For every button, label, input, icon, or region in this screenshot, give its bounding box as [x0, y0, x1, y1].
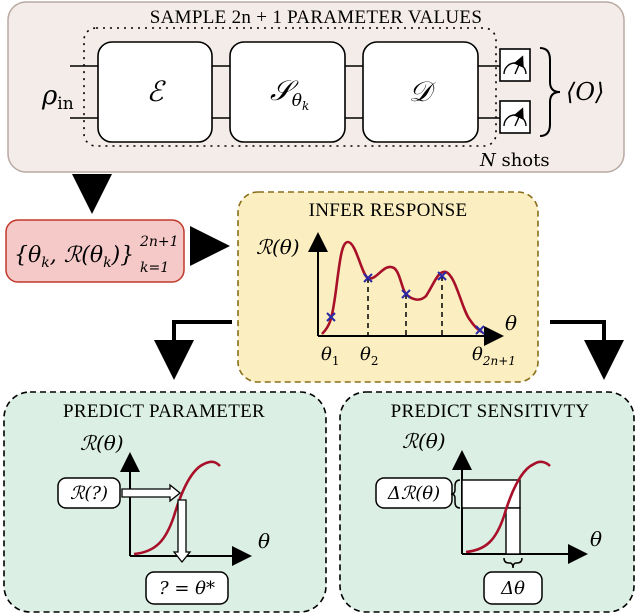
ps-delta-theta-region — [505, 507, 521, 555]
pp-curve — [133, 460, 221, 556]
branch-arrow-right-icon — [550, 320, 624, 380]
meter-icon — [499, 48, 531, 82]
gate-encoding — [97, 41, 213, 143]
predict-parameter-title: PREDICT PARAMETER — [63, 401, 265, 422]
predict-sensitivity-panel: PREDICT SENSITIVTY ℛ(θ) θ Δℛ(θ) Δθ — [339, 391, 635, 613]
observable-label: ⟨O⟩ — [566, 78, 604, 106]
sample-marker — [326, 312, 336, 322]
data-box-background — [5, 219, 185, 283]
infer-x-label: θ — [505, 311, 517, 335]
sample-marker — [363, 273, 373, 283]
ps-delta-r-label: Δℛ(θ) — [387, 483, 440, 504]
shots-label: N shots — [479, 150, 550, 171]
pp-hollow-arrow-right-icon — [121, 483, 182, 503]
ps-x-label: θ — [590, 527, 602, 551]
data-box-subscript: k=1 — [140, 260, 169, 276]
top-panel: SAMPLE 2n + 1 PARAMETER VALUES ρin ℰ 𝒮θk… — [7, 1, 625, 173]
sample-marker — [437, 271, 447, 281]
infer-y-label: ℛ(θ) — [256, 235, 300, 259]
ps-delta-r-box — [375, 477, 453, 509]
pp-hollow-arrow-down-icon — [172, 499, 192, 564]
data-box-label: {θk, ℛ(θk)} — [14, 243, 134, 271]
infer-response-curve — [321, 240, 483, 335]
gate-signal — [229, 41, 346, 143]
branch-arrow-left-icon — [154, 320, 232, 380]
dotted-region — [83, 27, 497, 147]
ps-curve — [465, 460, 551, 554]
infer-drop-lines — [367, 276, 443, 336]
data-box-superscript: 2n+1 — [139, 234, 179, 250]
meter-icon — [499, 100, 531, 134]
gate-encoding-label: ℰ — [147, 75, 167, 108]
data-box: {θk, ℛ(θk)} 2n+1 k=1 — [5, 219, 185, 283]
predict-sensitivity-title: PREDICT SENSITIVTY — [391, 401, 590, 422]
pp-y-label: ℛ(θ) — [80, 431, 124, 455]
top-panel-title: SAMPLE 2n + 1 PARAMETER VALUES — [150, 7, 482, 28]
brace-icon — [539, 47, 561, 137]
pp-query-label: ℛ(?) — [70, 483, 108, 504]
pp-x-label: θ — [258, 529, 270, 553]
infer-panel-title: INFER RESPONSE — [309, 200, 468, 221]
pp-query-box — [57, 477, 121, 509]
pp-result-box — [145, 571, 229, 605]
ps-y-label: ℛ(θ) — [402, 429, 446, 453]
infer-panel: INFER RESPONSE ℛ(θ) θ θ1 θ2 θ2n+1 — [237, 191, 539, 383]
sample-marker — [401, 289, 411, 299]
ps-delta-theta-box — [483, 571, 543, 605]
gate-decoding — [362, 41, 479, 143]
wires — [70, 65, 500, 119]
ps-delta-theta-label: Δθ — [500, 578, 525, 599]
infer-sample-markers — [326, 271, 485, 335]
pp-result-label: ? = θ* — [159, 578, 215, 599]
predict-parameter-panel: PREDICT PARAMETER ℛ(θ) θ ℛ(?) ? = θ* — [3, 391, 327, 613]
ps-brace-bottom-icon — [503, 557, 523, 569]
ps-brace-icon — [450, 479, 461, 509]
sample-marker — [475, 325, 485, 335]
